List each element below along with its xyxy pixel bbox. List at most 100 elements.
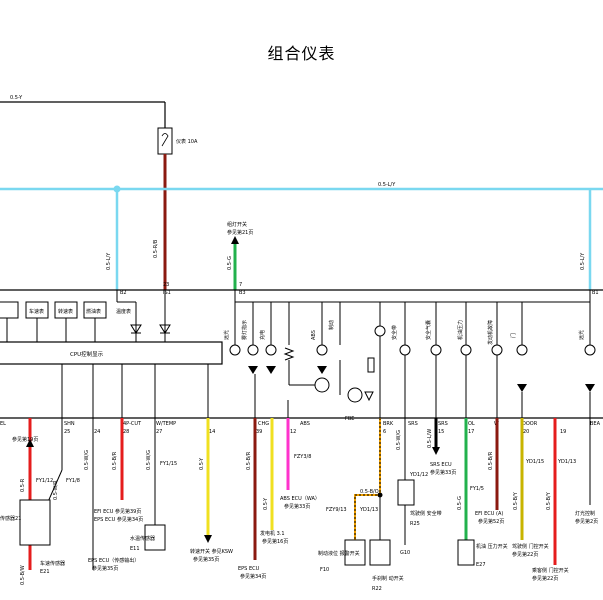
bpin-srs2: SRS — [438, 421, 448, 427]
left-arrow — [26, 439, 34, 447]
bpin-chg: CHG — [258, 421, 269, 427]
note-door2: 乘客侧 门控开关 — [532, 567, 569, 574]
note-fzy913: FZY9/13 — [326, 507, 347, 513]
arrow-14 — [204, 535, 212, 543]
pnum-20: 20 — [523, 429, 529, 435]
left-fy112: FY1/12 — [36, 478, 53, 484]
oil-label: 机油 压力开关 — [476, 543, 508, 550]
hand-brake-code: R22 — [372, 586, 382, 592]
lamp-9-label: 发动机故障 — [487, 320, 494, 345]
w9: 0.5-Y — [263, 497, 269, 510]
pnum-14: 14 — [209, 429, 215, 435]
left-fy18: FY1/8 — [66, 478, 80, 484]
lamp-9 — [430, 344, 442, 356]
pnum-27: 27 — [156, 429, 162, 435]
w8: 0.5-B/R — [246, 451, 252, 470]
lamp-3-label: 充电 — [259, 330, 266, 340]
w6: 0.5-W/G — [146, 450, 152, 470]
w15: 0.5-B/Y — [513, 491, 519, 510]
ecu-note-3b: 参见第35页 — [92, 565, 118, 572]
cpu-block — [0, 341, 223, 365]
bpin-ol: OL — [468, 421, 475, 427]
lamp-12 — [516, 344, 528, 356]
sensor-label: 车速传感器 — [40, 560, 65, 567]
lamp-10 — [460, 344, 472, 356]
bpin-brk: BRK — [383, 421, 394, 427]
bpin-fbe: FBE — [345, 416, 354, 422]
note-light-b: 参见第2页 — [575, 518, 598, 525]
lamp-13 — [584, 344, 596, 356]
bpin-wtemp: W/TEMP — [156, 421, 176, 427]
bpin-door: DOOR — [522, 421, 538, 427]
pnum-39: 39 — [256, 429, 262, 435]
pnum-12: 12 — [290, 429, 296, 435]
note-abs: ABS ECU（WA） — [280, 496, 320, 502]
arrow-srs — [432, 447, 440, 455]
note-eps: EPS ECU — [238, 566, 260, 572]
lamp-1-label: 远光 — [223, 330, 230, 340]
green-note-2: 参见第21页 — [227, 229, 253, 236]
pnum-25: 25 — [64, 429, 70, 435]
pnum-15: 15 — [438, 429, 444, 435]
w14: 0.5-B/R — [488, 451, 494, 470]
note-light: 灯光控制 — [575, 510, 595, 517]
note-yd1015: YD1/15 — [525, 459, 544, 465]
pin-b2: B2 — [120, 290, 127, 296]
lamp-4-label: ABS — [311, 330, 317, 340]
diode-13 — [585, 384, 595, 392]
belt-ground-code: G10 — [400, 550, 410, 556]
note-fy15: FY1/5 — [470, 486, 484, 492]
lamp-8 — [399, 344, 411, 356]
note-gen-b: 参见第16页 — [262, 538, 288, 545]
belt-code: R25 — [410, 521, 420, 527]
fuse-label: 仪表 10A — [176, 138, 198, 145]
lamp-5 — [316, 344, 328, 356]
water-code: E11 — [130, 546, 140, 552]
note-yd112: YD1/12 — [409, 472, 428, 478]
red-wire-label: 0.5-R/B — [153, 239, 159, 258]
brake-resistor — [367, 357, 375, 373]
brake-switch-label: 制动液位 报警开关 — [318, 550, 360, 557]
brake-switch-code: F10 — [320, 567, 329, 573]
diode-3 — [266, 366, 276, 374]
diagram-title: 组合仪表 — [267, 44, 336, 63]
gauge-box-label-2: 转速表 — [58, 308, 73, 315]
water-temp-sensor — [144, 524, 166, 551]
w1: 0.5-R — [20, 478, 26, 492]
bpin-shn: SHN — [64, 421, 75, 427]
note-efi-b: 参见第52页 — [478, 518, 504, 525]
belt-label: 驾驶侧 安全带 — [410, 510, 442, 517]
bpin-abs: ABS — [300, 421, 310, 427]
pin-is1: IS1 — [163, 290, 171, 296]
lightblue-right-label: 0.5-L/Y — [580, 252, 586, 270]
gauge-box-0 — [0, 301, 19, 319]
pnum-28: 28 — [123, 429, 129, 435]
w4: 0.5-W/G — [84, 450, 90, 470]
pin-23: 23 — [163, 282, 169, 288]
resistor-abs — [283, 347, 295, 361]
pin-b1: B1 — [592, 290, 599, 296]
note-door1: 驾驶侧 门控开关 — [512, 543, 549, 550]
note-door1-b: 参见第22页 — [512, 551, 538, 558]
lamp-11 — [491, 344, 503, 356]
w12: 0.5-L/W — [427, 429, 433, 448]
note-yd113b: YD1/13 — [557, 459, 576, 465]
sensor-code: E21 — [40, 569, 50, 575]
w10: 0.5-B/O — [360, 489, 379, 495]
pnum-17: 17 — [468, 429, 474, 435]
lightblue-left-label: 0.5-L/Y — [106, 252, 112, 270]
note-gen: 发电机 3.1 — [260, 530, 285, 537]
note-srs-b: 参见第33页 — [430, 469, 456, 476]
lamp-7-label: 安全气囊 — [425, 320, 432, 340]
note-yd113: YD1/13 — [359, 507, 378, 513]
brake-diode — [364, 391, 374, 402]
note-abs-b: 参见第33页 — [284, 503, 310, 510]
column-lines — [61, 336, 591, 418]
lamp-7 — [374, 325, 386, 337]
ecu-note-1: EFI ECU 参见第39页 — [94, 508, 141, 515]
fuse-element — [161, 133, 169, 147]
pnum-24: 24 — [94, 429, 100, 435]
wire-6-orange — [354, 418, 381, 540]
w3: 0.5-B/W — [20, 565, 26, 585]
